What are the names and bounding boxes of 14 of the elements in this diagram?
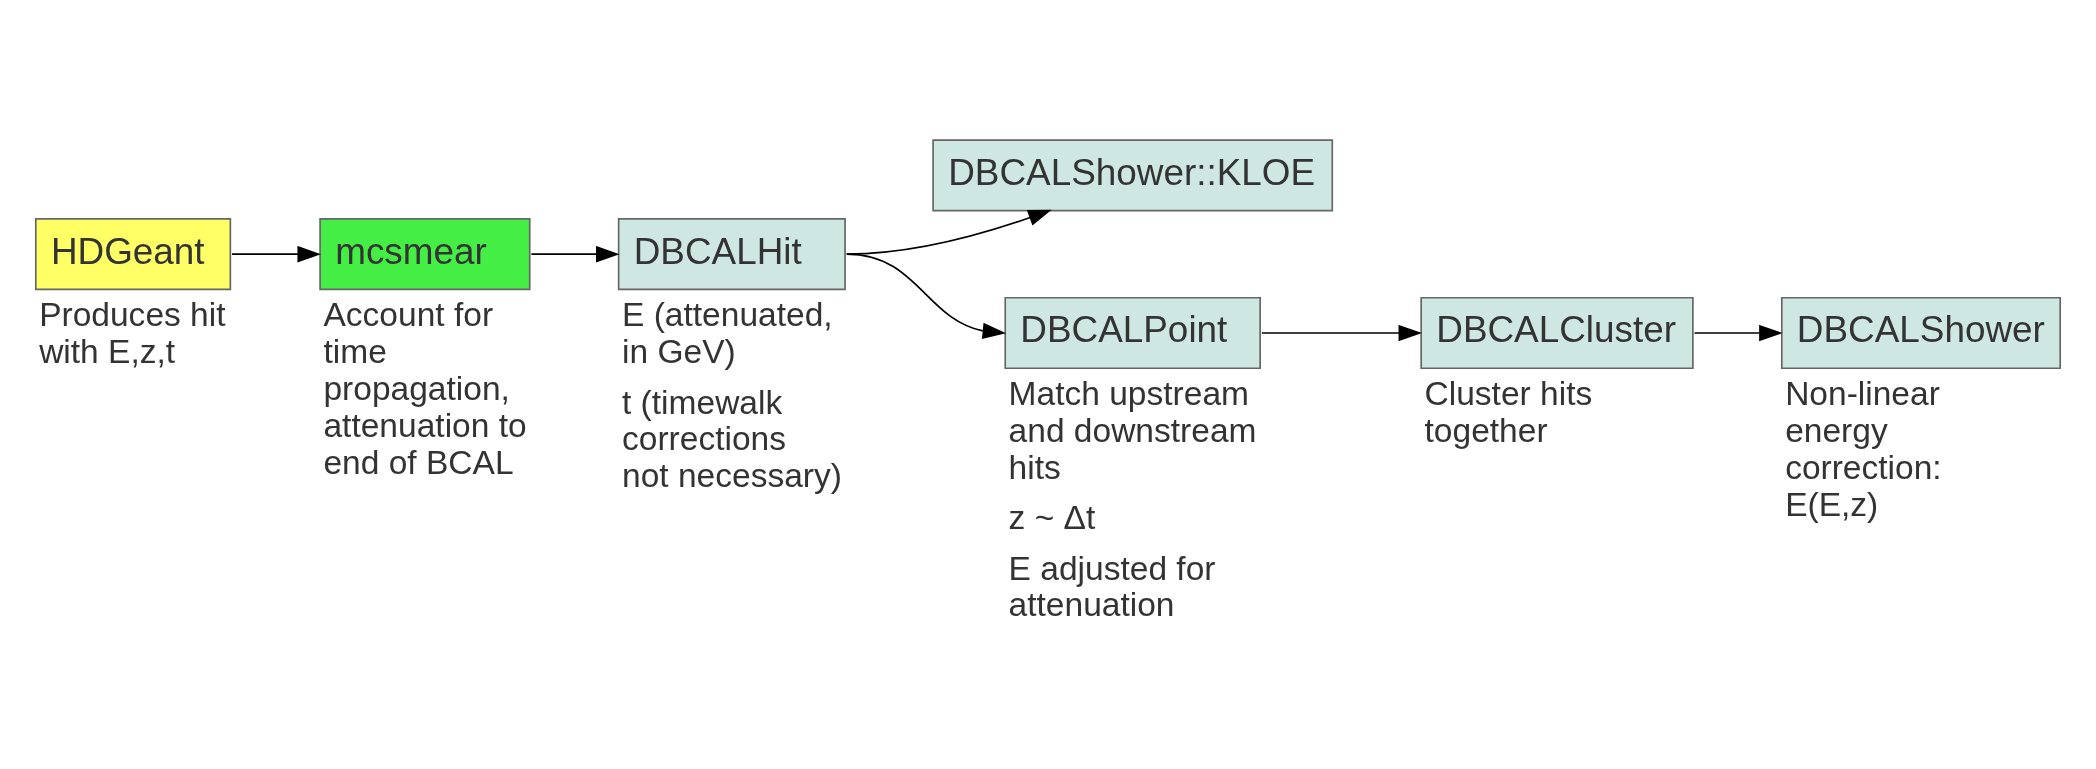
node-label: Produces hit with E,z,t: [39, 295, 226, 370]
node-label: t (timewalk corrections not necessary): [621, 383, 842, 494]
node-label: Cluster hits together: [1424, 374, 1593, 449]
node-label: E adjusted for attenuation: [1008, 549, 1216, 623]
node-label: Non-linear energy correction: E(E,z): [1785, 374, 1942, 523]
node-label: E (attenuated, in GeV): [621, 295, 833, 370]
node-label: Match upstream and downstream hits: [1008, 374, 1257, 486]
arrow: [1693, 324, 1783, 341]
arrow: [845, 252, 1007, 339]
arrow: [1261, 324, 1423, 341]
arrow: [530, 245, 620, 262]
node-label: Account for time propagation, attenuation to end of BCAL: [323, 295, 527, 481]
node-label: z ~ Δt: [1008, 498, 1096, 536]
arrow: [231, 245, 321, 262]
